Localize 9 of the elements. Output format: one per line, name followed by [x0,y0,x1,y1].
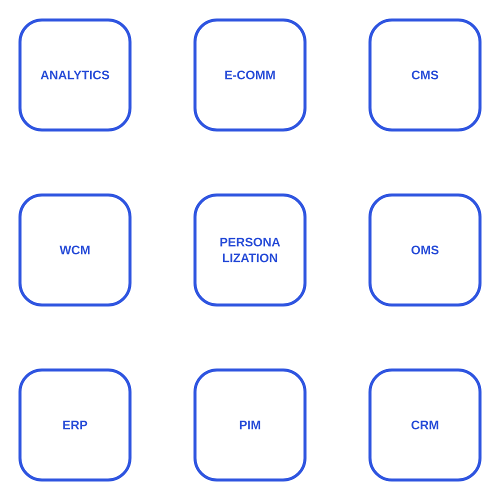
rounded-box: OMS [368,194,482,306]
rounded-box: CMS [368,18,482,132]
rounded-box: WCM [18,194,132,306]
rounded-box: ERP [18,368,132,482]
rounded-box: PIM [194,368,306,482]
rounded-box: ANALYTICS [18,18,132,132]
rounded-box: E-COMM [194,18,306,132]
rounded-box: CRM [368,368,482,482]
rounded-box: PERSONA LIZATION [194,194,306,306]
